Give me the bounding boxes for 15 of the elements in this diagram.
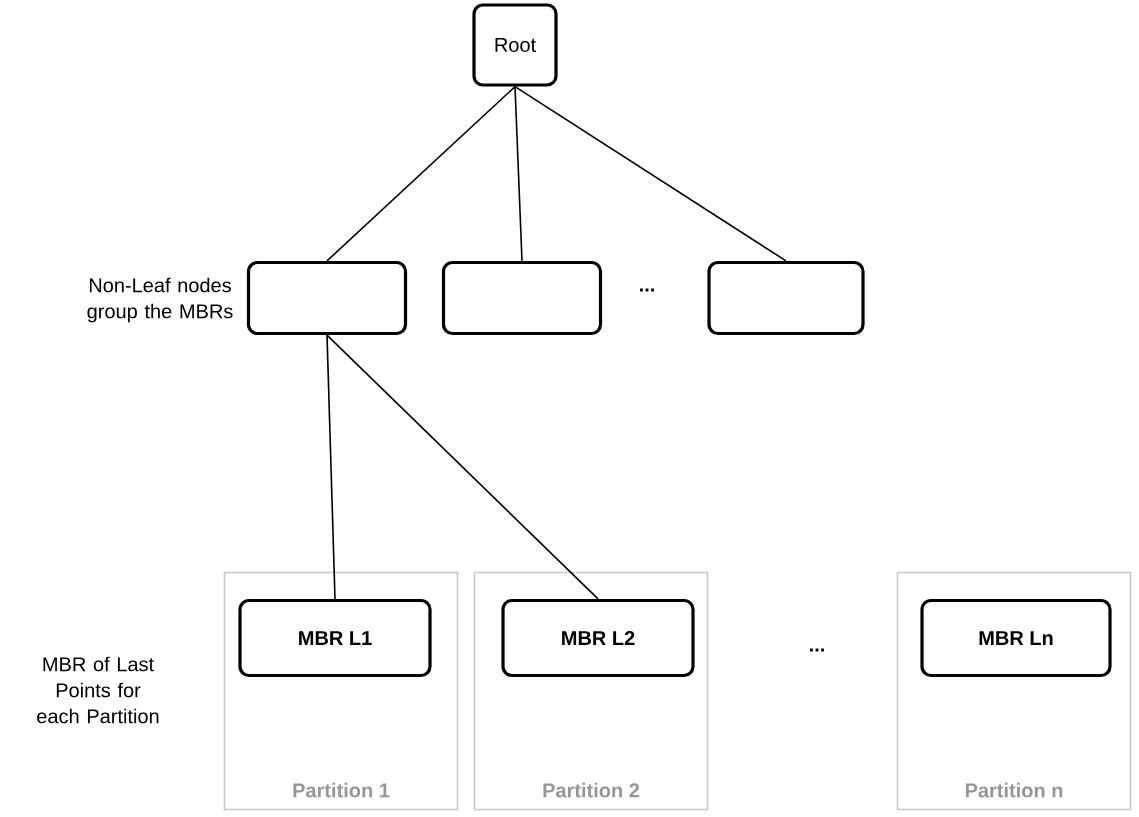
ellipsis: ... [810, 648, 824, 652]
connector-line [326, 334, 599, 600]
root-box: Root [472, 3, 558, 87]
node-box [246, 260, 408, 336]
node-box [441, 260, 603, 336]
side-note: MBR of Last Points for each Partition [37, 656, 159, 724]
connector-line [514, 85, 523, 262]
mbr-box: MBR L2 [501, 598, 695, 678]
mbr-box: MBR Ln [920, 598, 1112, 678]
connector-line [326, 334, 336, 600]
ellipsis: ... [640, 288, 654, 292]
connector-line [326, 85, 516, 262]
mbr-box: MBR L1 [238, 598, 432, 678]
connector-line [514, 85, 787, 262]
node-box [707, 260, 865, 336]
